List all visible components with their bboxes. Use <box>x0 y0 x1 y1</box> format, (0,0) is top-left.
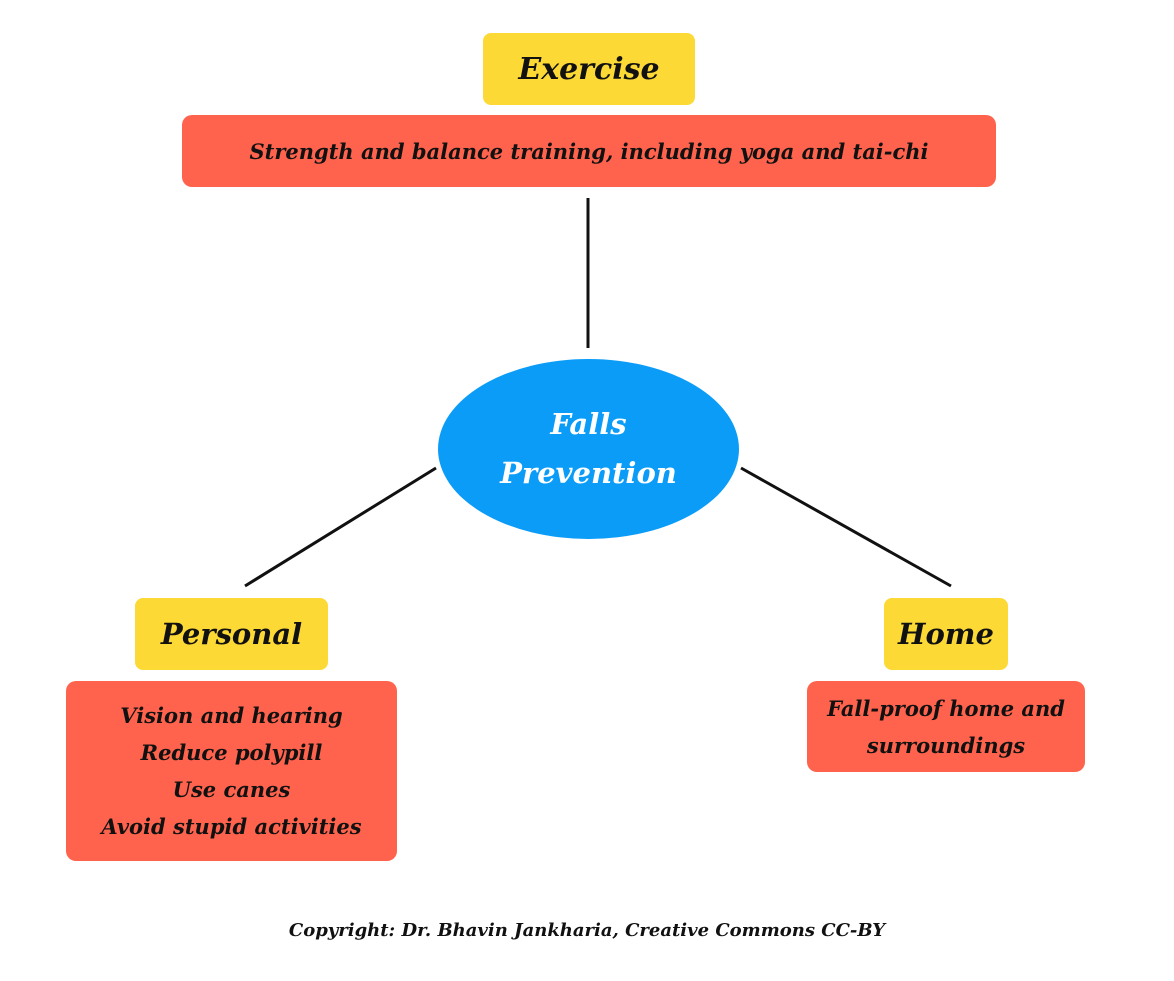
copyright-notice: Copyright: Dr. Bhavin Jankharia, Creativ… <box>288 920 886 941</box>
personal-detail-line: Reduce polypill <box>140 740 323 765</box>
connector-home <box>740 466 952 588</box>
home-detail-line: Fall-proof home and <box>827 695 1065 721</box>
personal-detail-line: Vision and hearing <box>120 703 343 728</box>
connector-personal <box>244 466 437 588</box>
center-title-line: Prevention <box>500 456 677 490</box>
exercise-detail-box: Strength and balance training, including… <box>182 115 996 187</box>
exercise-label: Exercise <box>483 33 695 105</box>
personal-detail-line: Avoid stupid activities <box>101 814 362 839</box>
exercise-label-text: Exercise <box>518 51 660 87</box>
personal-detail-box: Vision and hearing Reduce polypill Use c… <box>66 681 397 861</box>
home-detail-line: surroundings <box>866 732 1026 758</box>
falls-prevention-node: Falls Prevention <box>438 359 739 539</box>
home-label: Home <box>884 598 1008 670</box>
center-title-line: Falls <box>550 407 627 441</box>
personal-detail-line: Use canes <box>172 777 291 802</box>
personal-label: Personal <box>135 598 328 670</box>
home-detail-box: Fall-proof home and surroundings <box>807 681 1085 772</box>
exercise-detail-line: Strength and balance training, including… <box>249 138 929 164</box>
personal-label-text: Personal <box>160 617 303 651</box>
home-label-text: Home <box>898 617 994 651</box>
